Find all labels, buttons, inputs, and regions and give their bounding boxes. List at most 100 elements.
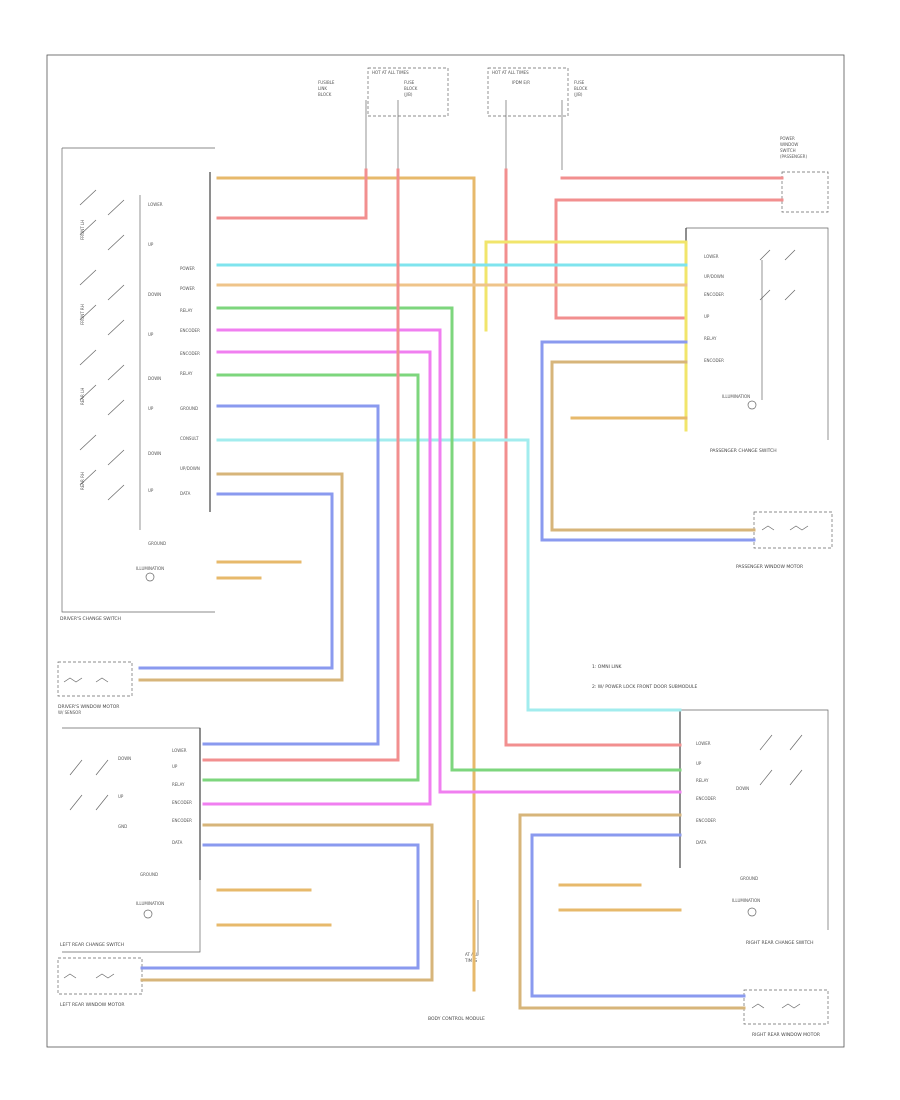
svg-text:IPDM E/R: IPDM E/R bbox=[512, 80, 530, 85]
wire-tan-2 bbox=[550, 360, 756, 532]
svg-text:(J/B): (J/B) bbox=[574, 92, 583, 97]
wire-magenta-1 bbox=[216, 328, 682, 794]
right-rear-window-motor: RIGHT REAR WINDOW MOTOR bbox=[743, 989, 829, 1038]
illumination-icon bbox=[145, 572, 155, 582]
passenger-change-switch: LOWER UP/DOWN ENCODER UP RELAY ENCODER I… bbox=[685, 227, 829, 454]
left-rear-switch-label: LEFT REAR CHANGE SWITCH bbox=[60, 942, 124, 948]
svg-text:ILLUMINATION: ILLUMINATION bbox=[722, 394, 750, 399]
svg-text:DOWN: DOWN bbox=[148, 451, 161, 456]
left-rear-window-motor: LEFT REAR WINDOW MOTOR bbox=[57, 957, 143, 1008]
svg-text:LOWER: LOWER bbox=[148, 202, 163, 207]
svg-text:GND: GND bbox=[118, 824, 127, 829]
svg-text:ENCODER: ENCODER bbox=[704, 358, 724, 363]
svg-text:GROUND: GROUND bbox=[180, 406, 198, 411]
wire-tan-1 bbox=[138, 472, 344, 682]
svg-text:FRONT LH: FRONT LH bbox=[80, 220, 85, 240]
passenger-illumination-icon bbox=[747, 400, 757, 410]
svg-text:FUSE: FUSE bbox=[574, 80, 585, 85]
svg-text:FUSE: FUSE bbox=[404, 80, 415, 85]
svg-text:RELAY: RELAY bbox=[704, 336, 717, 341]
upper-right-relay: POWER WINDOW SWITCH (PASSENGER) bbox=[780, 136, 829, 213]
wire-red-1 bbox=[216, 168, 368, 220]
svg-text:LOWER: LOWER bbox=[696, 741, 711, 746]
wire-red-lr bbox=[202, 168, 400, 762]
svg-text:DATA: DATA bbox=[172, 840, 183, 845]
svg-text:(J/B): (J/B) bbox=[404, 92, 413, 97]
left-rear-illumination-icon bbox=[143, 909, 153, 919]
svg-text:ENCODER: ENCODER bbox=[696, 796, 716, 801]
wire-blue-5 bbox=[530, 833, 746, 998]
svg-text:BLOCK: BLOCK bbox=[404, 86, 418, 91]
left-rear-motor-label: LEFT REAR WINDOW MOTOR bbox=[60, 1002, 125, 1008]
svg-text:UP: UP bbox=[118, 794, 124, 799]
left-rear-change-switch: DOWN UP GND LOWER UP RELAY ENCODER ENCOD… bbox=[60, 727, 201, 953]
wire-green-1 bbox=[216, 306, 682, 772]
svg-text:DOWN: DOWN bbox=[148, 376, 161, 381]
drivers-motor-label: DRIVER'S WINDOW MOTOR bbox=[58, 704, 119, 710]
passenger-motor-label: PASSENGER WINDOW MOTOR bbox=[736, 564, 803, 570]
svg-text:LOWER: LOWER bbox=[172, 748, 187, 753]
svg-text:SWITCH: SWITCH bbox=[780, 148, 796, 153]
svg-text:UP/DOWN: UP/DOWN bbox=[704, 274, 724, 279]
svg-text:UP: UP bbox=[148, 332, 154, 337]
right-rear-switch-label: RIGHT REAR CHANGE SWITCH bbox=[746, 940, 814, 946]
right-rear-change-switch: LOWER UP RELAY ENCODER ENCODER DATA DOWN… bbox=[679, 709, 829, 946]
svg-text:ENCODER: ENCODER bbox=[696, 818, 716, 823]
svg-text:UP/DOWN: UP/DOWN bbox=[180, 466, 200, 471]
passenger-switch-label: PASSENGER CHANGE SWITCH bbox=[710, 448, 777, 454]
svg-text:UP: UP bbox=[696, 761, 702, 766]
svg-text:ENCODER: ENCODER bbox=[704, 292, 724, 297]
svg-text:UP: UP bbox=[148, 488, 154, 493]
drivers-change-switch: FRONT LH FRONT RH REAR LH REAR RH LOWER … bbox=[60, 147, 215, 622]
wire-inner-rr bbox=[558, 883, 682, 912]
wire-inner-lr bbox=[216, 888, 332, 927]
right-rear-illumination-icon bbox=[747, 907, 757, 917]
note-2: 2: W/ POWER LOCK FRONT DOOR SUBMODULE bbox=[592, 684, 698, 690]
svg-text:DATA: DATA bbox=[180, 491, 191, 496]
svg-text:DATA: DATA bbox=[696, 840, 707, 845]
wire-red-2 bbox=[504, 168, 682, 747]
svg-text:REAR RH: REAR RH bbox=[80, 472, 85, 490]
svg-text:GROUND: GROUND bbox=[740, 876, 758, 881]
drivers-window-motor: DRIVER'S WINDOW MOTOR W/ SENSOR bbox=[57, 661, 133, 715]
svg-text:CONSULT: CONSULT bbox=[180, 436, 199, 441]
svg-text:GROUND: GROUND bbox=[148, 541, 166, 546]
svg-text:LOWER: LOWER bbox=[704, 254, 719, 259]
svg-text:DOWN: DOWN bbox=[736, 786, 749, 791]
svg-text:TIMES: TIMES bbox=[464, 958, 478, 963]
right-rear-motor-label: RIGHT REAR WINDOW MOTOR bbox=[752, 1032, 820, 1038]
svg-text:ENCODER: ENCODER bbox=[172, 800, 192, 805]
body-control-module: BODY CONTROL MODULE AT ALL TIMES bbox=[428, 900, 485, 1022]
svg-text:RELAY: RELAY bbox=[172, 782, 185, 787]
svg-text:UP: UP bbox=[148, 406, 154, 411]
body-control-label: BODY CONTROL MODULE bbox=[428, 1016, 485, 1022]
wire-tan-3 bbox=[140, 823, 434, 982]
top-fuse-block-right: HOT AT ALL TIMES IPDM E/R FUSE BLOCK (J/… bbox=[487, 67, 588, 170]
svg-text:(PASSENGER): (PASSENGER) bbox=[780, 154, 807, 159]
top-fuse-block-left: HOT AT ALL TIMES FUSIBLE LINK BLOCK FUSE… bbox=[318, 67, 449, 170]
svg-text:LINK: LINK bbox=[318, 86, 327, 91]
diagram-border bbox=[46, 54, 845, 1048]
svg-text:ILLUMINATION: ILLUMINATION bbox=[136, 901, 164, 906]
svg-text:POWER: POWER bbox=[180, 286, 195, 291]
svg-text:UP: UP bbox=[172, 764, 178, 769]
svg-text:FRONT RH: FRONT RH bbox=[80, 304, 85, 325]
svg-text:POWER: POWER bbox=[780, 136, 795, 141]
svg-text:HOT AT ALL TIMES: HOT AT ALL TIMES bbox=[372, 70, 409, 75]
svg-text:DOWN: DOWN bbox=[148, 292, 161, 297]
svg-text:AT ALL: AT ALL bbox=[465, 952, 479, 957]
svg-text:W/ SENSOR: W/ SENSOR bbox=[58, 710, 81, 715]
svg-text:GROUND: GROUND bbox=[140, 872, 158, 877]
illumination-label: ILLUMINATION bbox=[136, 566, 164, 571]
wire-blue-3 bbox=[540, 340, 756, 542]
svg-text:HOT AT ALL TIMES: HOT AT ALL TIMES bbox=[492, 70, 529, 75]
svg-text:RELAY: RELAY bbox=[180, 308, 193, 313]
wire-blue-4 bbox=[140, 843, 420, 970]
svg-text:BLOCK: BLOCK bbox=[318, 92, 332, 97]
wire-blue-2 bbox=[138, 492, 334, 670]
svg-text:ENCODER: ENCODER bbox=[172, 818, 192, 823]
svg-text:BLOCK: BLOCK bbox=[574, 86, 588, 91]
svg-text:ILLUMINATION: ILLUMINATION bbox=[732, 898, 760, 903]
wire-magenta-2 bbox=[202, 350, 432, 806]
